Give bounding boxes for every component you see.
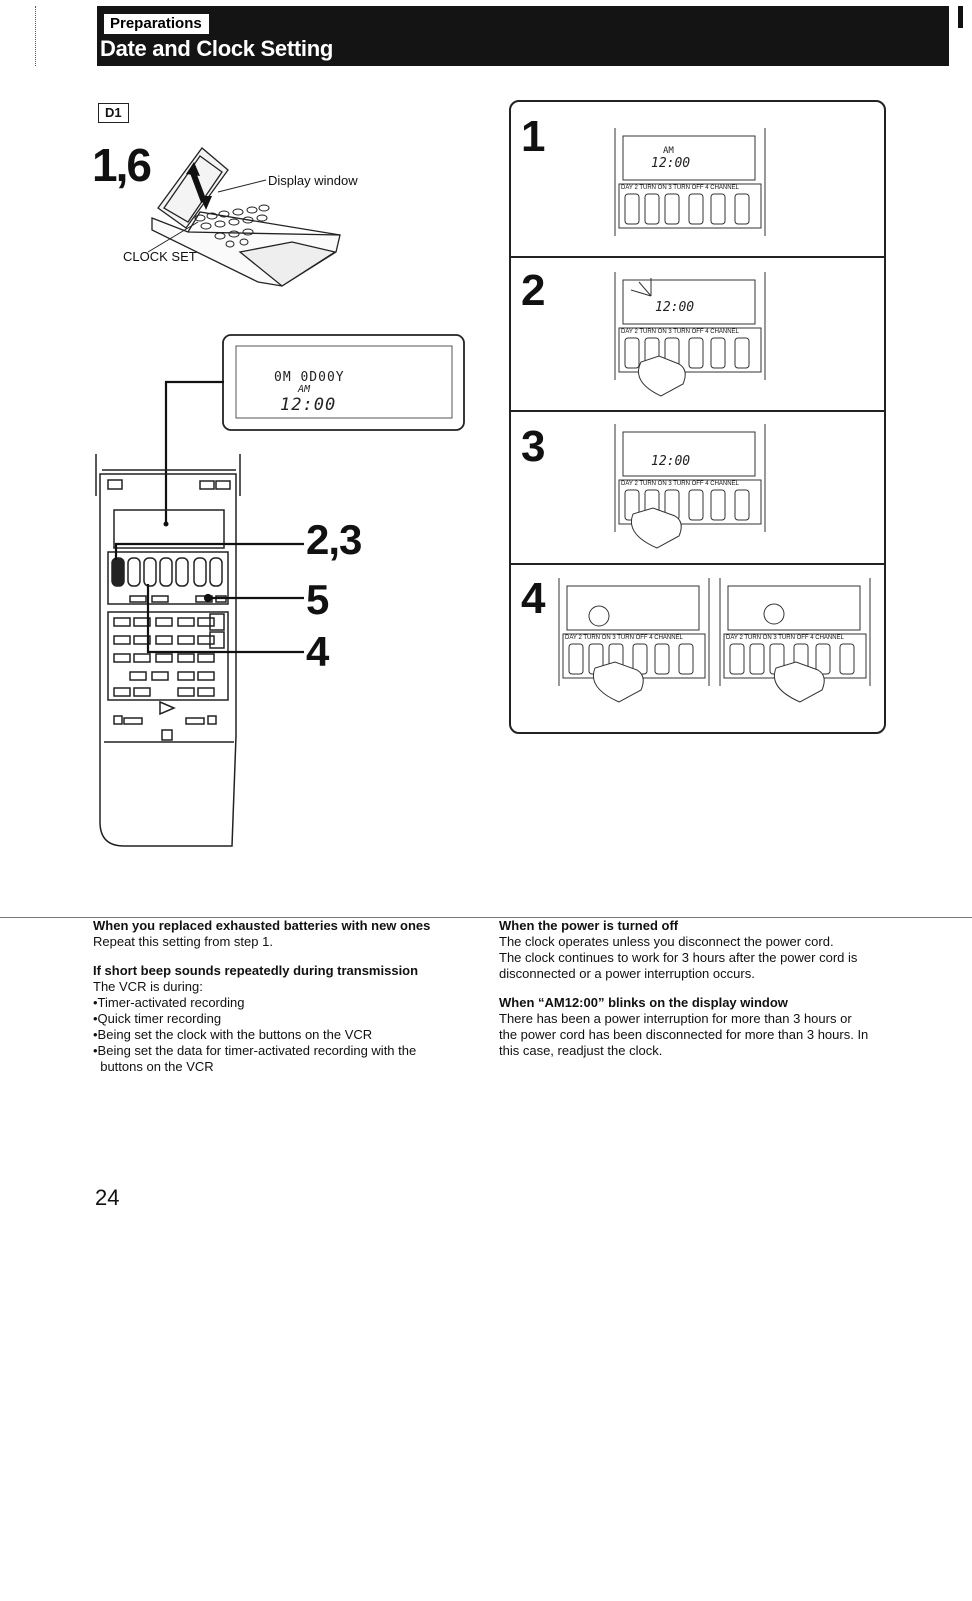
- display-window-callout: [222, 334, 465, 431]
- remote-commander-illustration: [95, 454, 241, 847]
- note-blink-line: this case, readjust the clock.: [499, 1043, 663, 1058]
- note-beep-line: The VCR is during:: [93, 979, 203, 994]
- note-batteries-heading: When you replaced exhausted batteries wi…: [93, 918, 431, 933]
- note-power-off-line: The clock continues to work for 3 hours …: [499, 950, 858, 965]
- page-number: 24: [95, 1185, 120, 1210]
- note-beep-line: •Timer-activated recording: [93, 995, 245, 1010]
- page-title: Date and Clock Setting: [100, 36, 333, 61]
- steps-panel: [509, 100, 886, 734]
- display-connector: [163, 380, 224, 527]
- note-blink-line: There has been a power interruption for …: [499, 1011, 852, 1026]
- step-4a-strip: DAY 2 TURN ON 3 TURN OFF 4 CHANNEL: [565, 635, 683, 641]
- step-2-strip: DAY 2 TURN ON 3 TURN OFF 4 CHANNEL: [621, 329, 739, 335]
- remote-open-illustration: [147, 147, 341, 287]
- step-4b-panel: DAY 2 TURN ON 3 TURN OFF 4 CHANNEL: [716, 578, 876, 708]
- step-1-number: 1: [521, 112, 546, 161]
- step-3-panel: 12:00 DAY 2 TURN ON 3 TURN OFF 4 CHANNEL: [611, 424, 771, 554]
- note-power-off-heading: When the power is turned off: [499, 918, 679, 933]
- step-divider-2: [509, 410, 886, 412]
- step-2-panel: 12:00 DAY 2 TURN ON 3 TURN OFF 4 CHANNEL: [611, 272, 771, 402]
- edge-tab-mark: [958, 6, 963, 28]
- figure-tag: D1: [98, 103, 129, 123]
- lcd-date-readout: 0M 0D00Y: [274, 370, 345, 385]
- note-blink-heading: When “AM12:00” blinks on the display win…: [499, 995, 788, 1010]
- section-divider: [0, 917, 972, 918]
- clock-set-label: CLOCK SET: [123, 249, 197, 264]
- callout-step-5: 5: [306, 576, 330, 623]
- step-3-number: 3: [521, 422, 546, 471]
- step-4a-panel: DAY 2 TURN ON 3 TURN OFF 4 CHANNEL: [555, 578, 715, 708]
- note-power-off-line: The clock operates unless you disconnect…: [499, 934, 834, 949]
- note-batteries-line: Repeat this setting from step 1.: [93, 934, 273, 949]
- notes-left-column: When you replaced exhausted batteries wi…: [93, 918, 473, 1075]
- note-power-off-line: disconnected or a power interruption occ…: [499, 966, 755, 981]
- section-category: Preparations: [104, 14, 209, 34]
- note-beep-heading: If short beep sounds repeatedly during t…: [93, 963, 419, 978]
- note-blink-line: the power cord has been disconnected for…: [499, 1027, 869, 1042]
- step-1-panel: AM 12:00 DAY 2 TURN ON 3 TURN OFF 4 CHAN…: [611, 128, 771, 238]
- step-2-number: 2: [521, 266, 546, 315]
- callout-step-4: 4: [306, 628, 330, 675]
- display-window-label: Display window: [268, 173, 358, 188]
- note-beep-line: •Being set the data for timer-activated …: [93, 1043, 417, 1058]
- step-4-number: 4: [521, 574, 546, 623]
- step-1-strip: DAY 2 TURN ON 3 TURN OFF 4 CHANNEL: [621, 185, 739, 191]
- lcd-ampm: AM: [298, 384, 311, 395]
- step-divider-3: [509, 563, 886, 565]
- header-bar: [97, 6, 949, 66]
- note-beep-line: •Quick timer recording: [93, 1011, 222, 1026]
- step-4b-strip: DAY 2 TURN ON 3 TURN OFF 4 CHANNEL: [726, 635, 844, 641]
- step-divider-1: [509, 256, 886, 258]
- callout-step-2-3: 2,3: [306, 516, 362, 563]
- note-beep-line: •Being set the clock with the buttons on…: [93, 1027, 373, 1042]
- step-callout-lines: [114, 542, 304, 654]
- note-beep-line: buttons on the VCR: [93, 1059, 214, 1074]
- notes-right-column: When the power is turned off The clock o…: [499, 918, 889, 1059]
- step-3-strip: DAY 2 TURN ON 3 TURN OFF 4 CHANNEL: [621, 481, 739, 487]
- callout-step-1-6: 1,6: [92, 139, 152, 191]
- lcd-time: 12:00: [280, 395, 337, 415]
- margin-mark: [35, 6, 37, 66]
